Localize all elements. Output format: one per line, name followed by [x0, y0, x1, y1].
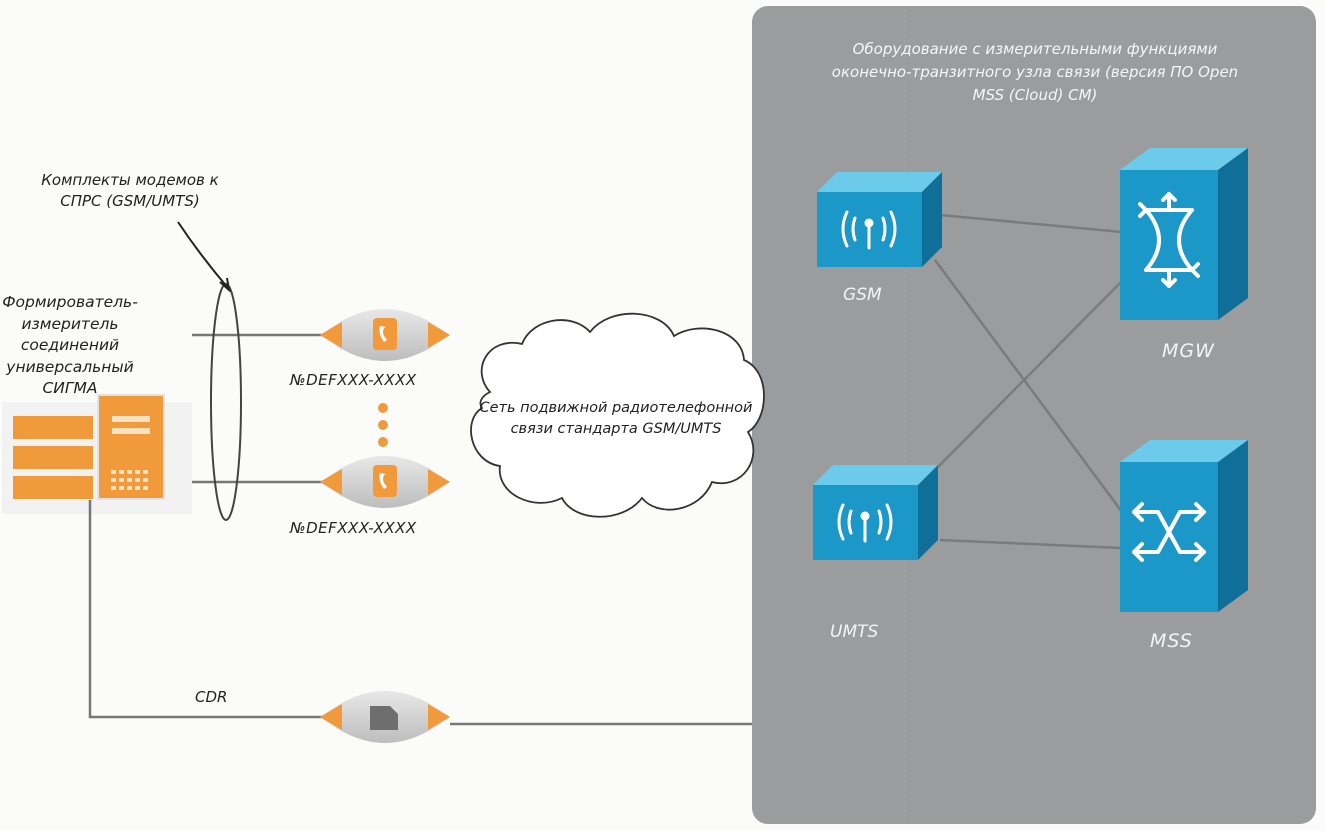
- mss-node[interactable]: [1120, 440, 1248, 612]
- mgw-node[interactable]: [1120, 148, 1248, 320]
- modem-kits-label-line: Комплекты модемов к: [41, 171, 219, 189]
- gsm-label: GSM: [843, 285, 882, 305]
- sigma-meter-device[interactable]: [2, 394, 192, 514]
- cdr-label: CDR: [195, 688, 228, 706]
- network-cloud: [470, 312, 765, 518]
- mgw-label: MGW: [1162, 340, 1215, 362]
- phone-number-top: №DEFXXX-XXXX: [290, 371, 417, 389]
- antenna-icon: [841, 210, 897, 250]
- equipment-title-line: оконечно-транзитного узла связи (версия …: [831, 63, 1239, 81]
- cloud-label-line: Сеть подвижной радиотелефонной: [479, 400, 753, 416]
- equipment-title: Оборудование с измерительными функциями …: [780, 38, 1290, 107]
- meter-label-line: измеритель: [21, 314, 119, 333]
- umts-label: UMTS: [830, 622, 879, 642]
- pointer-arrow: [177, 221, 229, 289]
- modem-kits-label: Комплекты модемов к СПРС (GSM/UMTS): [30, 170, 230, 212]
- modem-cdr[interactable]: [320, 691, 450, 743]
- meter-label-line: Формирователь-: [2, 293, 138, 311]
- phone-icon: [373, 318, 397, 350]
- phone-number-bottom: №DEFXXX-XXXX: [290, 519, 417, 537]
- modem-bottom[interactable]: [320, 456, 450, 508]
- gsm-node[interactable]: [817, 172, 942, 267]
- ellipsis-dots: [378, 403, 388, 447]
- modem-kits-label-line: СПРС (GSM/UMTS): [60, 192, 200, 210]
- core-links: [924, 213, 1130, 550]
- equipment-title-line: MSS (Cloud) CM): [972, 86, 1098, 104]
- modem-top[interactable]: [320, 309, 450, 361]
- meter-label-line: универсальный: [6, 357, 134, 376]
- antenna-icon: [837, 503, 893, 543]
- server-icon: [97, 394, 165, 500]
- umts-node[interactable]: [813, 465, 938, 560]
- equipment-title-line: Оборудование с измерительными функциями: [852, 40, 1218, 58]
- equipment-panel: [752, 6, 1316, 824]
- meter-label: Формирователь- измеритель соединений уни…: [0, 292, 140, 400]
- media-gateway-icon: [1138, 192, 1200, 288]
- meter-label-line: соединений: [20, 336, 120, 354]
- meter-label-line: СИГМА: [42, 379, 98, 397]
- modem-bundle-ellipse: [210, 283, 242, 521]
- phone-icon: [373, 465, 397, 497]
- switch-icon: [1132, 502, 1206, 562]
- mss-label: MSS: [1150, 630, 1193, 652]
- document-icon: [370, 706, 398, 730]
- cloud-label: Сеть подвижной радиотелефонной связи ста…: [466, 398, 766, 440]
- cloud-label-line: связи стандарта GSM/UMTS: [510, 421, 722, 437]
